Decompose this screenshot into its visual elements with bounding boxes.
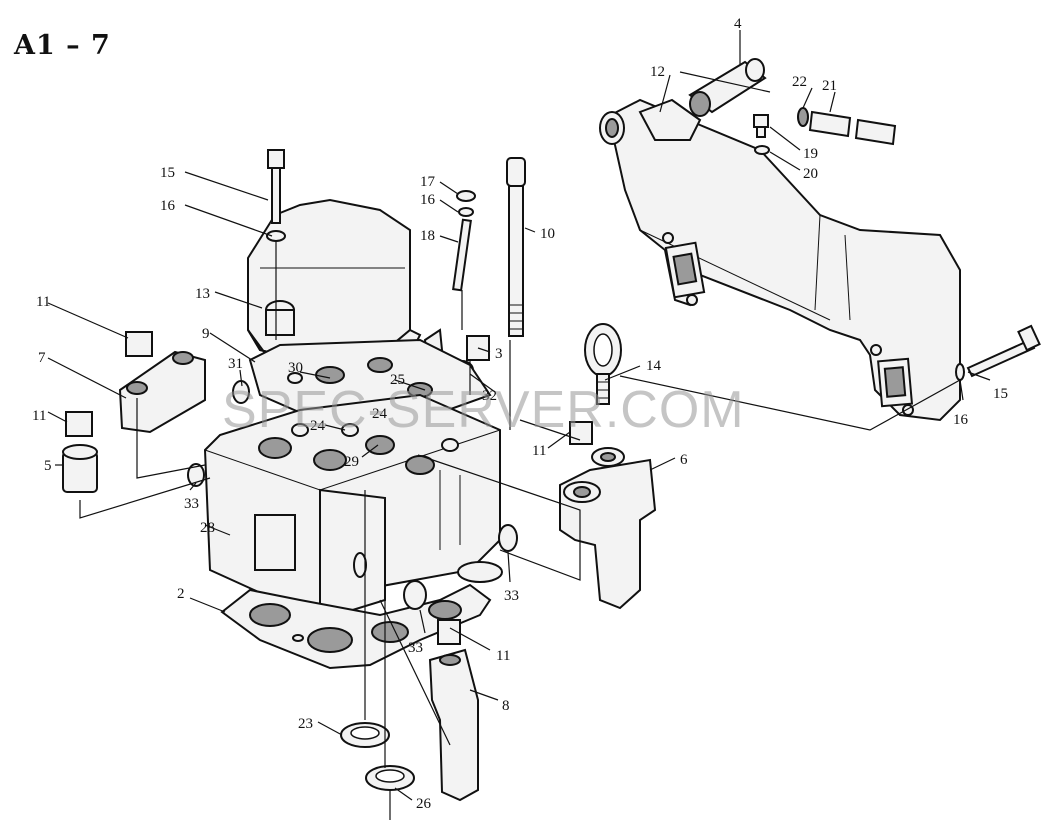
assembly-lines	[47, 30, 991, 820]
part-15-16-right-bolt	[955, 324, 1041, 381]
callout-label: 7	[38, 350, 46, 366]
part-22-21-sleeves	[797, 107, 897, 146]
callout-label: 13	[195, 286, 210, 302]
callout-label: 26	[416, 796, 432, 812]
callout-label: 10	[540, 226, 555, 242]
callout-label: 22	[792, 74, 807, 90]
callout-label: 9	[202, 326, 210, 342]
part-8-support	[428, 619, 479, 802]
callout-label: 6	[680, 452, 688, 468]
watermark: SPEC-SERVER.COM	[222, 381, 745, 439]
callout-label: 11	[532, 443, 546, 459]
callout-label: 4	[734, 16, 742, 32]
part-23-26-seals	[340, 722, 415, 791]
callout-label: 33	[504, 588, 519, 604]
callout-label: 8	[502, 698, 510, 714]
callout-labels: 4 12 22 21 19 20 15 16 17 16 18 10 13 11…	[32, 16, 1008, 812]
callout-label: 28	[200, 520, 215, 536]
callout-label: 12	[650, 64, 665, 80]
callout-label: 21	[822, 78, 837, 94]
callout-label: 30	[288, 360, 303, 376]
callout-label: 25	[390, 372, 405, 388]
callout-label: 2	[177, 586, 185, 602]
part-19-20-bolt-washer	[753, 114, 770, 155]
part-12-flange	[638, 98, 702, 141]
callout-label: 16	[160, 198, 176, 214]
callout-label: 16	[953, 412, 969, 428]
callout-label: 33	[408, 640, 423, 656]
callout-label: 20	[803, 166, 818, 182]
part-4-tube	[679, 58, 771, 117]
callout-label: 33	[184, 496, 199, 512]
callout-label: 15	[160, 165, 175, 181]
callout-label: 11	[496, 648, 510, 664]
part-10-long-bolt	[506, 157, 526, 337]
page-title: A1 – 7	[14, 30, 111, 61]
callout-label: 29	[344, 454, 359, 470]
part-17-18-stud-nut	[452, 190, 476, 292]
part-14-lifting-eye	[584, 323, 622, 405]
callout-label: 19	[803, 146, 818, 162]
callout-label: 3	[495, 346, 503, 362]
part-28-cylinder-head	[203, 393, 501, 622]
callout-label: 17	[420, 174, 436, 190]
callout-label: 5	[44, 458, 52, 474]
part-6-rocker-bracket	[559, 421, 657, 610]
callout-label: 14	[646, 358, 662, 374]
part-11-nuts	[65, 331, 153, 437]
callout-label: 11	[32, 408, 46, 424]
part-5-sleeve	[62, 444, 98, 493]
callout-label: 24	[372, 406, 388, 422]
part-7-bracket	[118, 350, 206, 434]
callout-label: 32	[482, 388, 497, 404]
exhaust-manifold	[599, 98, 961, 422]
callout-label: 16	[420, 192, 436, 208]
callout-label: 15	[993, 386, 1008, 402]
callout-label: 18	[420, 228, 435, 244]
callout-label: 24	[310, 418, 326, 434]
callout-label: 23	[298, 716, 313, 732]
callout-label: 11	[36, 294, 50, 310]
callout-label: 31	[228, 356, 243, 372]
